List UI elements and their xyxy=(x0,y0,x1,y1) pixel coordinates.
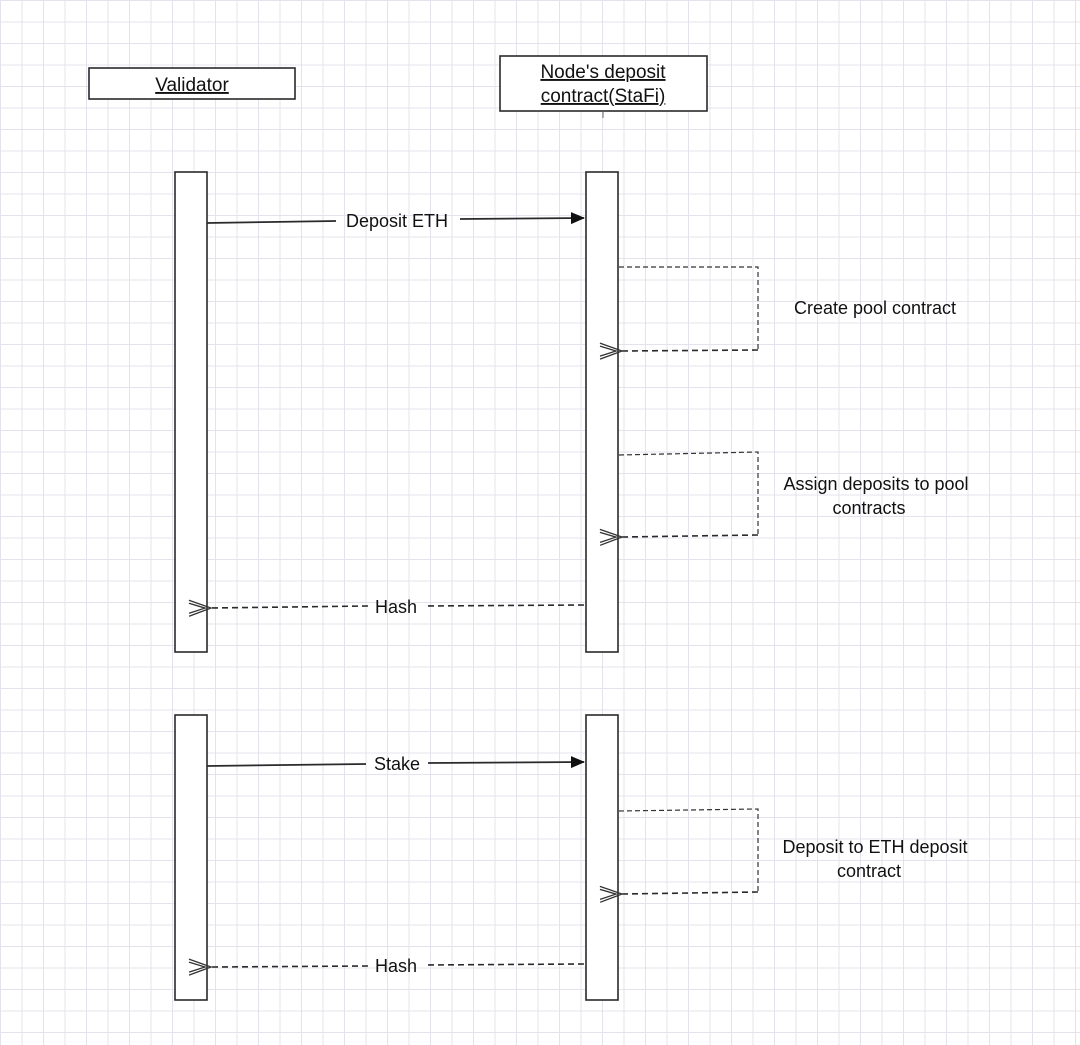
hash-return-message-2: Hash xyxy=(188,956,585,976)
stake-arrow xyxy=(427,756,585,769)
deposit-eth-message: Deposit ETH xyxy=(206,211,585,231)
node-deposit-contract-label-line2: contract(StaFi) xyxy=(541,86,666,107)
hash-2-line-right xyxy=(423,963,585,966)
stake-line-left xyxy=(206,763,367,767)
stake-label: Stake xyxy=(374,754,420,774)
deposit-eth-label: Deposit ETH xyxy=(346,211,448,231)
validator-label: Validator xyxy=(155,75,229,96)
node-deposit-contract-participant: Node's deposit contract(StaFi) xyxy=(499,55,708,118)
deposit-eth-arrow xyxy=(459,212,585,225)
validator-participant: Validator xyxy=(88,67,296,100)
node-activation-bar-2 xyxy=(585,714,619,1001)
validator-activation-bar-2 xyxy=(174,714,208,1001)
deposit-eth-contract-label-line2: contract xyxy=(837,861,901,881)
hash-1-line-right xyxy=(423,604,585,607)
assign-deposits-message: Assign deposits to pool contracts xyxy=(599,451,969,546)
create-pool-upper-loop xyxy=(619,266,759,350)
deposit-eth-contract-upper-loop xyxy=(618,808,759,892)
hash-2-arrow xyxy=(188,958,369,976)
deposit-eth-line-left xyxy=(206,220,337,224)
stake-message: Stake xyxy=(206,754,585,774)
assign-deposits-upper-loop xyxy=(618,451,759,535)
deposit-to-eth-contract-message: Deposit to ETH deposit contract xyxy=(599,808,968,903)
deposit-eth-contract-label-line1: Deposit to ETH deposit xyxy=(782,837,967,857)
node-deposit-contract-label-line1: Node's deposit xyxy=(540,62,666,83)
create-pool-contract-label: Create pool contract xyxy=(794,298,956,318)
assign-deposits-label-line2: contracts xyxy=(832,498,905,518)
hash-return-message-1: Hash xyxy=(188,597,585,617)
hash-1-label: Hash xyxy=(375,597,417,617)
assign-deposits-return-arrow xyxy=(599,528,759,546)
deposit-eth-contract-return-arrow xyxy=(599,885,759,903)
assign-deposits-label-line1: Assign deposits to pool xyxy=(783,474,968,494)
node-activation-bar-1 xyxy=(585,171,619,653)
create-pool-return-arrow xyxy=(599,342,759,360)
create-pool-contract-message: Create pool contract xyxy=(599,266,956,360)
validator-activation-bar-1 xyxy=(174,171,208,653)
hash-1-arrow xyxy=(188,599,369,617)
hash-2-label: Hash xyxy=(375,956,417,976)
